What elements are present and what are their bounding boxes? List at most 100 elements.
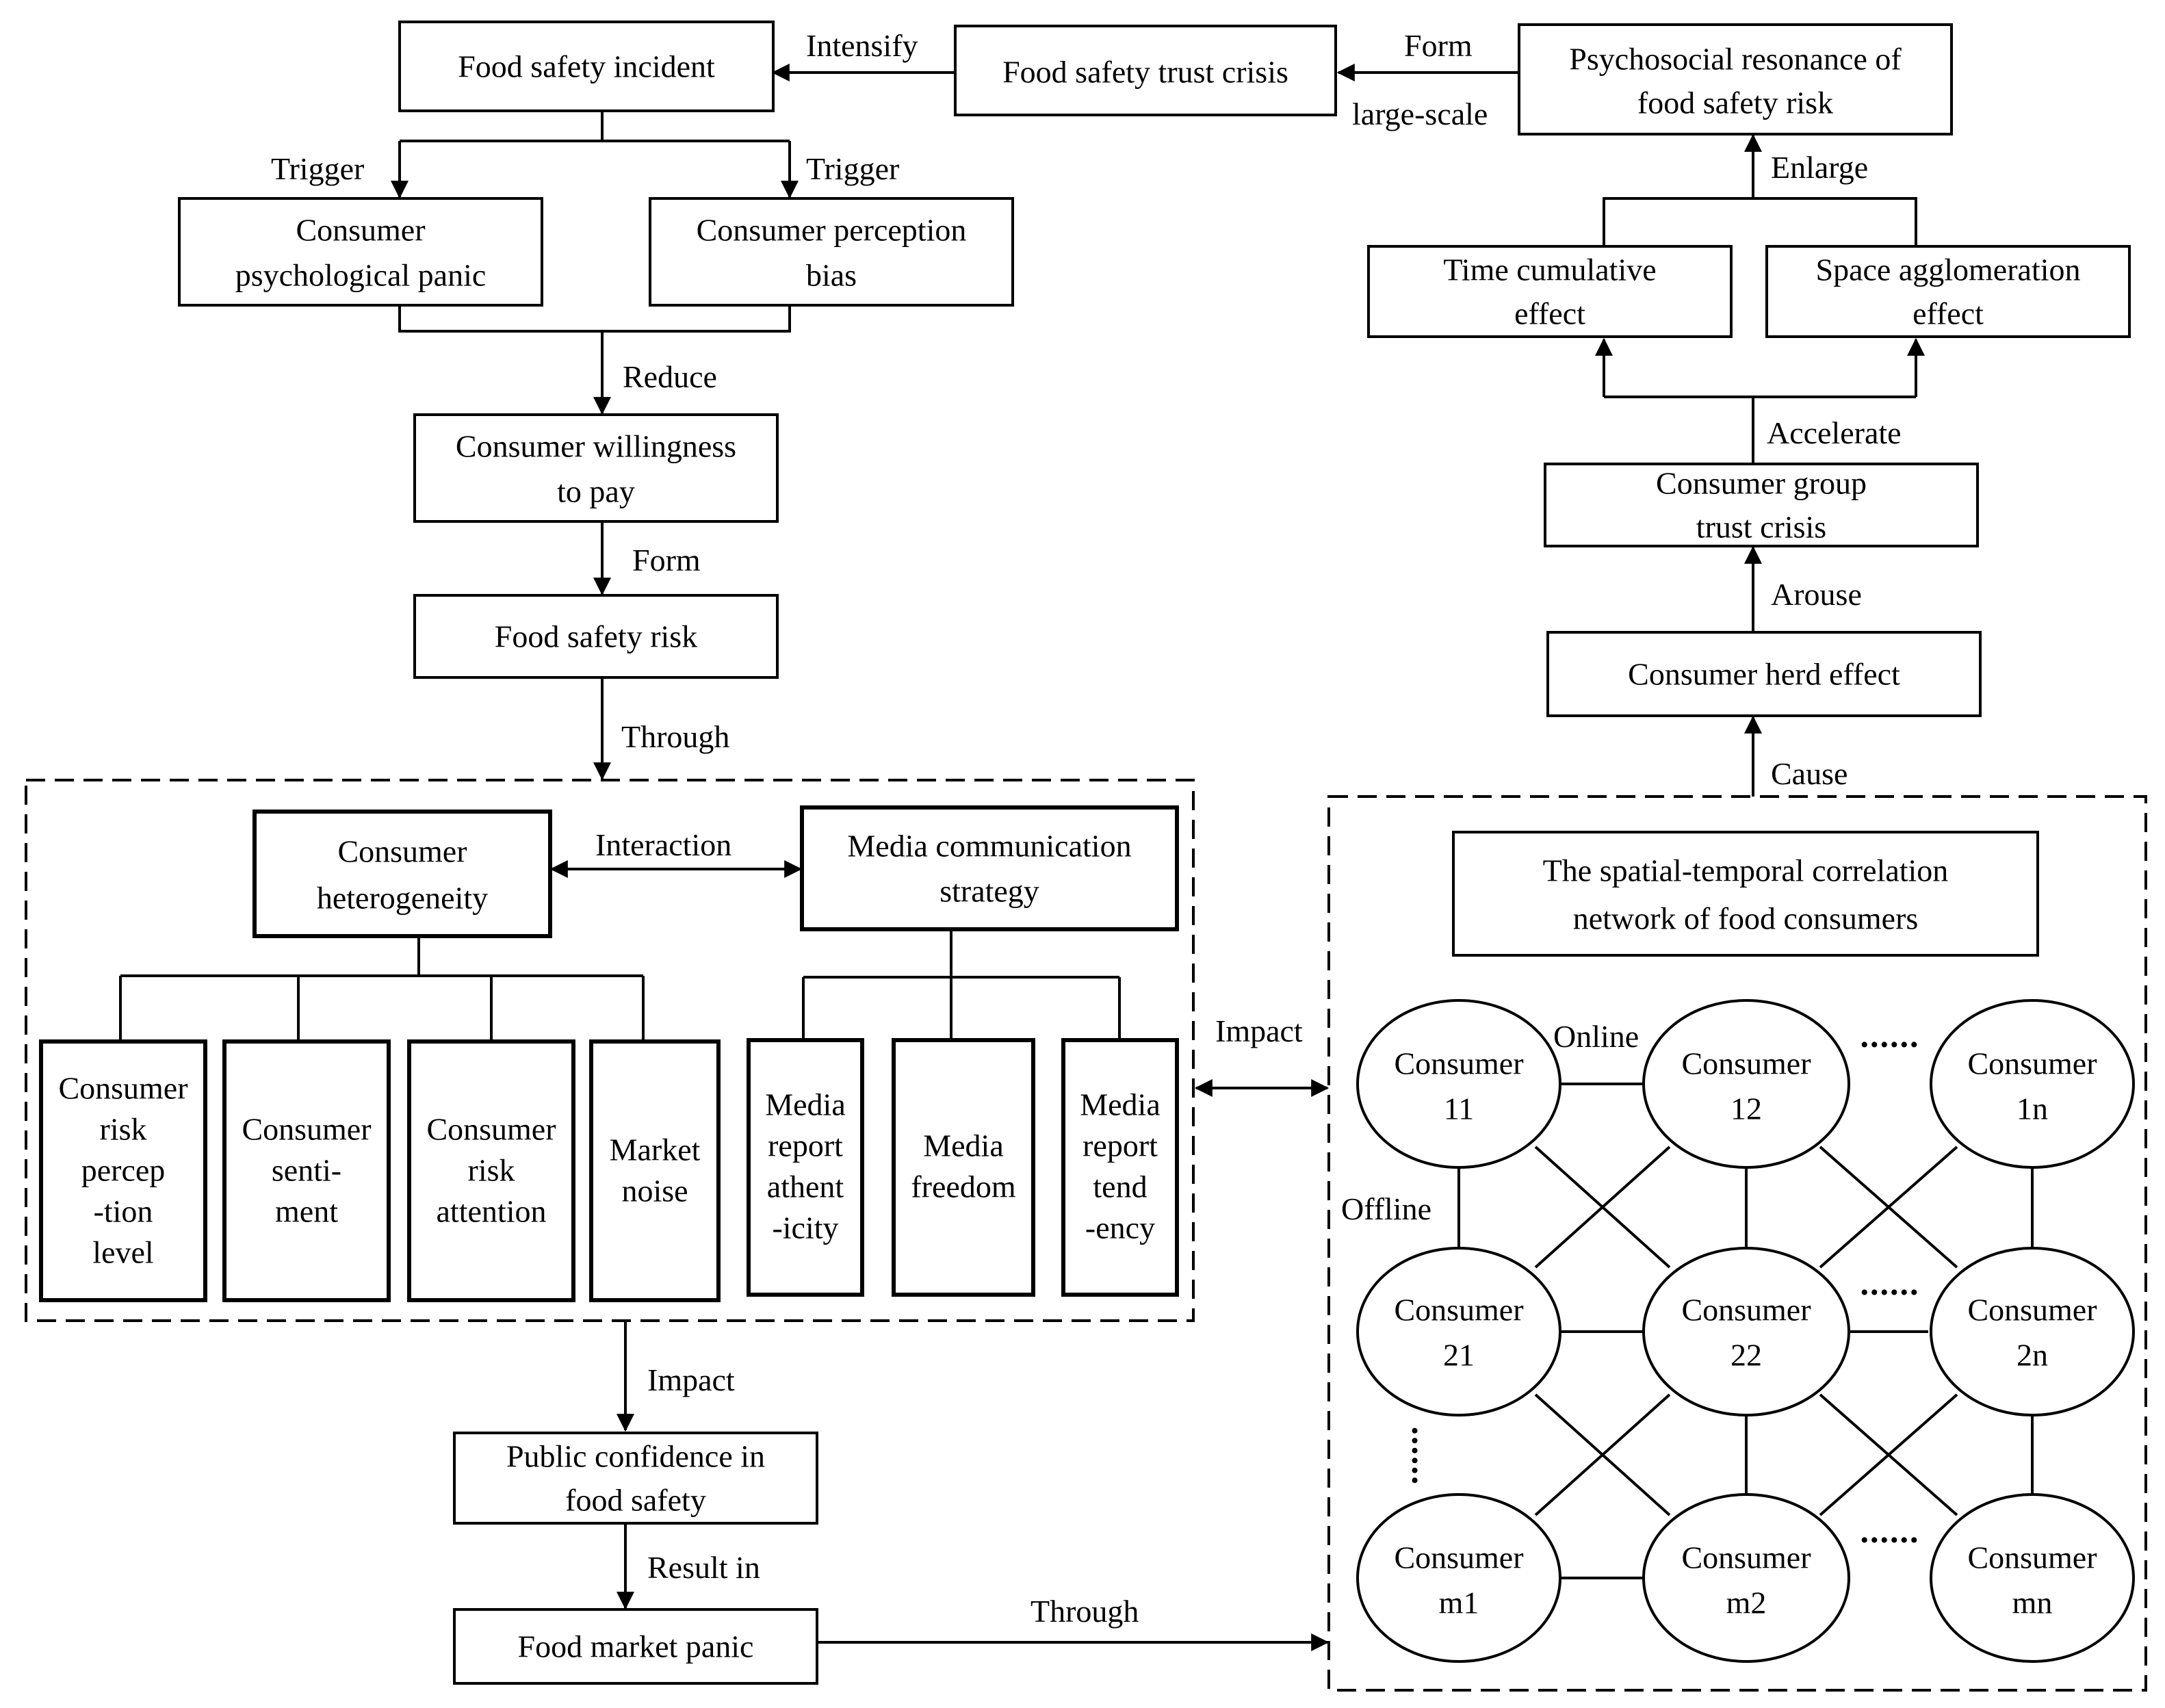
label-trigger-right: Trigger — [806, 151, 899, 186]
svg-text:ment: ment — [275, 1194, 338, 1229]
svg-text:Consumer willingness: Consumer willingness — [456, 429, 736, 464]
box-consumer-willingness: Consumer willingness to pay — [413, 413, 779, 523]
label-reduce: Reduce — [623, 359, 717, 394]
label-impact-side: Impact — [1215, 1013, 1303, 1048]
svg-text:Consumer: Consumer — [1967, 1540, 2097, 1575]
svg-text:risk: risk — [100, 1112, 147, 1147]
box-food-safety-trust-crisis: Food safety trust crisis — [954, 25, 1337, 116]
svg-text:athent: athent — [767, 1169, 844, 1204]
svg-text:Media: Media — [1080, 1087, 1161, 1122]
svg-text:senti-: senti- — [272, 1153, 341, 1188]
box-media-report-authenticity: Media report athent -icity — [747, 1038, 864, 1297]
ellipsis-row-m: ...... — [1861, 1512, 1920, 1550]
box-food-safety-risk: Food safety risk — [413, 594, 779, 679]
label-interaction: Interaction — [595, 827, 731, 862]
svg-text:Consumer: Consumer — [426, 1112, 556, 1147]
label-offline: Offline — [1341, 1191, 1431, 1226]
svg-text:Food safety incident: Food safety incident — [458, 49, 715, 84]
svg-text:effect: effect — [1514, 296, 1585, 331]
svg-text:tend: tend — [1093, 1169, 1147, 1204]
box-consumer-perception-bias: Consumer perception bias — [649, 197, 1014, 307]
node-consumer-m2: Consumer m2 — [1642, 1493, 1850, 1663]
enlarge-bracket — [1603, 197, 1917, 245]
box-consumer-risk-perception-level: Consumer risk percep -tion level — [39, 1039, 207, 1302]
svg-text:percep: percep — [81, 1153, 166, 1188]
accelerate-tree — [1604, 396, 1916, 463]
svg-text:risk: risk — [468, 1153, 515, 1188]
box-space-agglomeration-effect: Space agglomeration effect — [1765, 245, 2131, 338]
svg-text:food safety: food safety — [565, 1483, 706, 1518]
node-consumer-m1: Consumer m1 — [1356, 1493, 1561, 1663]
svg-text:Consumer: Consumer — [1394, 1046, 1523, 1081]
label-impact-down: Impact — [647, 1362, 735, 1397]
media-tree — [802, 931, 1121, 1039]
svg-text:to pay: to pay — [557, 474, 635, 509]
svg-text:2n: 2n — [2017, 1338, 2048, 1373]
svg-text:Consumer: Consumer — [1681, 1293, 1811, 1328]
svg-text:12: 12 — [1730, 1091, 1762, 1126]
svg-text:Consumer: Consumer — [337, 834, 467, 869]
svg-text:report: report — [1082, 1128, 1158, 1163]
label-through-bottom: Through — [1030, 1594, 1139, 1629]
svg-text:Consumer herd effect: Consumer herd effect — [1628, 657, 1900, 692]
svg-text:Public confidence in: Public confidence in — [506, 1439, 765, 1474]
svg-text:freedom: freedom — [911, 1169, 1015, 1204]
svg-text:Media: Media — [923, 1128, 1004, 1163]
box-consumer-sentiment: Consumer senti- ment — [222, 1039, 391, 1302]
label-form-mid: Form — [632, 543, 701, 578]
svg-text:-icity: -icity — [772, 1211, 838, 1245]
box-network-title: The spatial-temporal correlation network… — [1452, 831, 2039, 957]
svg-text:Media: Media — [765, 1087, 846, 1122]
svg-text:m2: m2 — [1726, 1586, 1767, 1620]
ellipsis-column-1: ...... — [1405, 1427, 1443, 1486]
svg-text:Consumer: Consumer — [1394, 1293, 1523, 1328]
svg-text:mn: mn — [2012, 1586, 2053, 1620]
heterogeneity-tree — [119, 937, 645, 1040]
svg-text:trust crisis: trust crisis — [1696, 510, 1826, 545]
node-consumer-1n: Consumer 1n — [1930, 999, 2135, 1169]
svg-text:psychological panic: psychological panic — [235, 258, 487, 293]
svg-text:Food market panic: Food market panic — [518, 1629, 754, 1664]
box-market-noise: Market noise — [589, 1039, 721, 1302]
svg-text:22: 22 — [1730, 1338, 1762, 1373]
node-consumer-11: Consumer 11 — [1356, 999, 1561, 1169]
svg-text:-ency: -ency — [1085, 1211, 1155, 1245]
box-media-freedom: Media freedom — [892, 1038, 1035, 1297]
svg-text:11: 11 — [1444, 1091, 1474, 1126]
svg-text:strategy: strategy — [939, 874, 1039, 909]
box-psychosocial-resonance: Psychosocial resonance of food safety ri… — [1518, 23, 1953, 135]
svg-text:Consumer: Consumer — [1681, 1046, 1811, 1081]
label-cause: Cause — [1771, 756, 1848, 791]
svg-text:network of food consumers: network of food consumers — [1573, 901, 1919, 936]
node-consumer-mn: Consumer mn — [1930, 1493, 2135, 1663]
svg-text:Media communication: Media communication — [847, 829, 1131, 864]
svg-text:Consumer: Consumer — [58, 1071, 187, 1106]
svg-text:Food safety trust crisis: Food safety trust crisis — [1002, 55, 1288, 90]
box-public-confidence: Public confidence in food safety — [453, 1432, 818, 1525]
label-large-scale: large-scale — [1352, 96, 1488, 131]
network-edges — [1457, 1083, 2034, 1579]
ellipsis-row-2: ...... — [1861, 1264, 1920, 1302]
svg-text:Consumer: Consumer — [1967, 1046, 2097, 1081]
label-through-top: Through — [621, 719, 729, 754]
network-group-frame — [1327, 795, 2147, 1692]
svg-text:Time cumulative: Time cumulative — [1443, 253, 1656, 287]
label-accelerate: Accelerate — [1767, 415, 1902, 450]
svg-text:m1: m1 — [1439, 1586, 1479, 1620]
label-arouse: Arouse — [1771, 577, 1862, 612]
svg-text:Consumer: Consumer — [1967, 1293, 2097, 1328]
box-time-cumulative-effect: Time cumulative effect — [1367, 245, 1733, 338]
box-media-report-tendency: Media report tend -ency — [1061, 1038, 1179, 1297]
node-consumer-12: Consumer 12 — [1642, 999, 1850, 1169]
svg-text:report: report — [768, 1128, 843, 1163]
box-media-communication-strategy: Media communication strategy — [800, 805, 1179, 931]
box-consumer-heterogeneity: Consumer heterogeneity — [252, 810, 552, 938]
box-consumer-group-trust-crisis: Consumer group trust crisis — [1544, 463, 1979, 547]
box-consumer-risk-attention: Consumer risk attention — [407, 1039, 575, 1302]
node-consumer-21: Consumer 21 — [1356, 1247, 1561, 1416]
box-food-market-panic: Food market panic — [453, 1608, 818, 1685]
svg-text:Consumer perception: Consumer perception — [697, 213, 967, 248]
node-consumer-2n: Consumer 2n — [1930, 1247, 2135, 1416]
svg-text:level: level — [92, 1235, 153, 1270]
